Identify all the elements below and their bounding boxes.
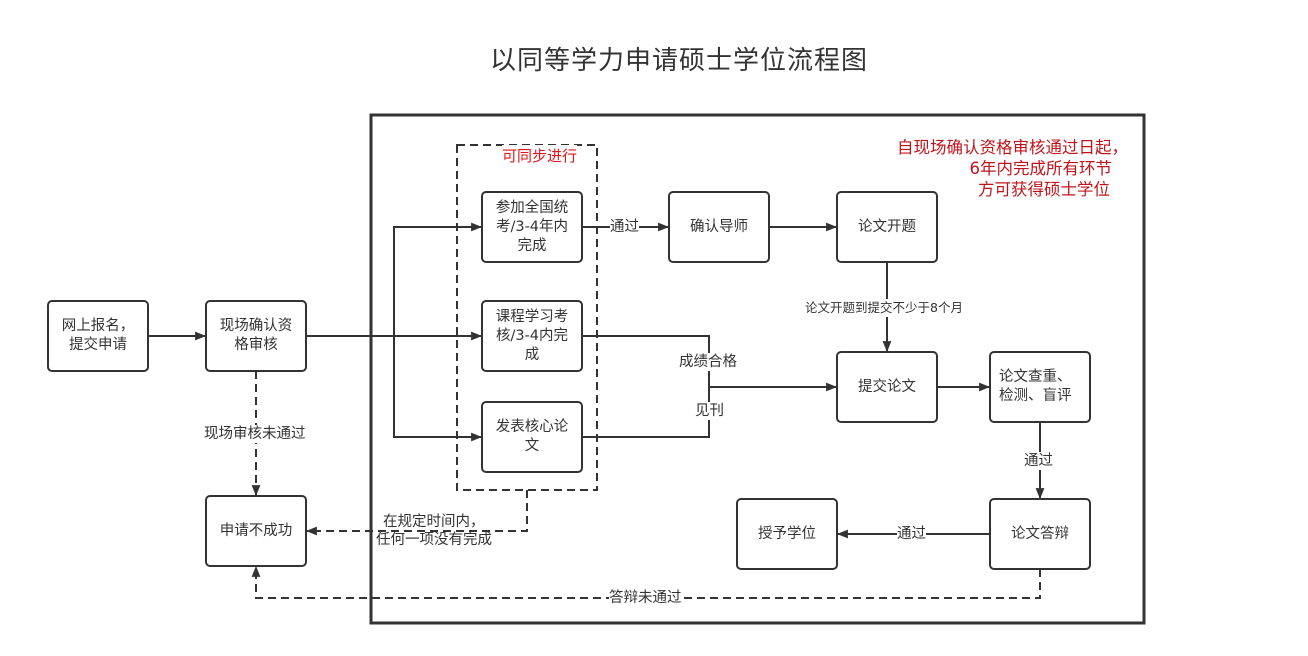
note-line-2: 6年内完成所有环节 bbox=[969, 159, 1113, 178]
main-process-frame bbox=[369, 113, 1146, 625]
edge-timeout-failed bbox=[305, 490, 528, 536]
edge-course-merge bbox=[582, 335, 710, 438]
label-timeout-line-1: 在规定时间内， bbox=[383, 514, 485, 530]
node-qualification-review[interactable]: 现场确认资格审核 bbox=[205, 300, 307, 372]
label-defense-pass: 通过 bbox=[897, 525, 926, 543]
sync-group-label: 可同步进行 bbox=[502, 145, 578, 166]
node-core-paper[interactable]: 发表核心论文 bbox=[481, 401, 583, 473]
label-check-pass: 通过 bbox=[1024, 452, 1053, 470]
node-submit-thesis[interactable]: 提交论文 bbox=[836, 351, 938, 423]
label-proposal-to-submit: 论文开题到提交不少于8个月 bbox=[805, 299, 963, 317]
node-application-failed[interactable]: 申请不成功 bbox=[205, 495, 307, 567]
page-title: 以同等学力申请硕士学位流程图 bbox=[489, 46, 868, 76]
label-timeout-line-2: 任何一项没有完成 bbox=[376, 532, 492, 548]
label-published: 见刊 bbox=[695, 402, 724, 420]
label-grades-qualified: 成绩合格 bbox=[679, 353, 737, 371]
node-course-exam[interactable]: 课程学习考核/3-4内完成 bbox=[481, 300, 583, 372]
label-defense-failed: 答辩未通过 bbox=[609, 589, 682, 607]
node-national-exam[interactable]: 参加全国统考/3-4年内完成 bbox=[481, 191, 583, 263]
node-thesis-check[interactable]: 论文查重、检测、盲评 bbox=[989, 351, 1091, 423]
node-register[interactable]: 网上报名，提交申请 bbox=[47, 300, 149, 372]
node-confirm-advisor[interactable]: 确认导师 bbox=[668, 191, 770, 263]
label-review-failed: 现场审核未通过 bbox=[204, 425, 306, 443]
node-thesis-proposal[interactable]: 论文开题 bbox=[836, 191, 938, 263]
edge-branch-to-exam bbox=[393, 222, 483, 336]
node-thesis-defense[interactable]: 论文答辩 bbox=[989, 498, 1091, 570]
node-award-degree[interactable]: 授予学位 bbox=[736, 498, 838, 570]
edge-branch-to-paper bbox=[393, 336, 483, 442]
note-line-3: 方可获得硕士学位 bbox=[978, 180, 1110, 199]
time-limit-note: 自现场确认资格审核通过日起， 6年内完成所有环节 方可获得硕士学位 bbox=[897, 137, 1128, 200]
note-line-1: 自现场确认资格审核通过日起， bbox=[897, 138, 1128, 157]
label-exam-pass: 通过 bbox=[610, 218, 639, 236]
